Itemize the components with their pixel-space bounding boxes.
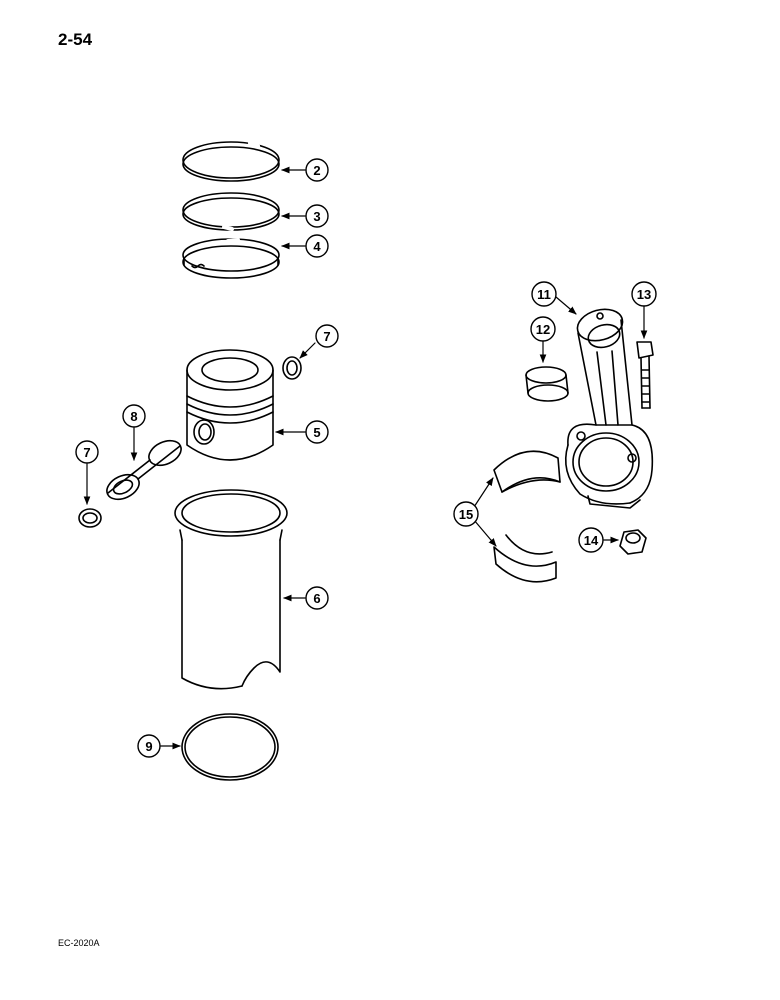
callout-14: 14 [578, 527, 604, 553]
callouts: 2 3 4 7 5 8 7 6 [75, 158, 657, 758]
callout-11-label: 11 [537, 287, 551, 302]
compression-ring-top [182, 141, 280, 182]
figure-code: EC-2020A [58, 938, 100, 948]
connecting-rod-bolt [636, 341, 654, 409]
callout-8: 8 [122, 404, 146, 428]
callout-3: 3 [305, 204, 329, 228]
callout-14-label: 14 [584, 533, 599, 548]
callout-2-label: 2 [313, 163, 320, 178]
connecting-rod-nut [619, 529, 647, 555]
oil-control-ring [182, 238, 280, 279]
small-end-bushing [525, 366, 569, 402]
callout-6: 6 [305, 586, 329, 610]
callout-7-lower: 7 [75, 440, 99, 464]
piston-pin [106, 439, 182, 501]
piston [186, 349, 274, 461]
callout-3-label: 3 [313, 209, 320, 224]
callout-6-label: 6 [313, 591, 320, 606]
callout-11: 11 [531, 281, 557, 307]
cylinder-liner [174, 489, 288, 690]
snap-ring-lower [78, 508, 102, 528]
bearing-shell-upper [493, 450, 561, 493]
callout-5: 5 [305, 420, 329, 444]
page-number: 2-54 [58, 30, 93, 49]
callout-7-lower-label: 7 [83, 445, 90, 460]
callout-15: 15 [453, 501, 479, 527]
bearing-shell-lower [493, 534, 557, 583]
callout-9: 9 [137, 734, 161, 758]
callout-9-label: 9 [145, 739, 152, 754]
callout-7-upper-label: 7 [323, 329, 330, 344]
callout-2: 2 [305, 158, 329, 182]
callout-12-label: 12 [536, 322, 550, 337]
callout-13: 13 [631, 281, 657, 307]
connecting-rod [564, 308, 654, 509]
callout-8-label: 8 [130, 409, 137, 424]
callout-5-label: 5 [313, 425, 320, 440]
callout-4-label: 4 [313, 239, 321, 254]
callout-13-label: 13 [637, 287, 651, 302]
leader-lines [83, 166, 648, 750]
liner-seal-ring [181, 713, 279, 781]
callout-15-label: 15 [459, 507, 473, 522]
compression-ring-second [182, 192, 280, 231]
snap-ring-upper [282, 356, 302, 380]
callout-7-upper: 7 [315, 324, 339, 348]
callout-12: 12 [530, 316, 556, 342]
callout-4: 4 [305, 234, 329, 258]
